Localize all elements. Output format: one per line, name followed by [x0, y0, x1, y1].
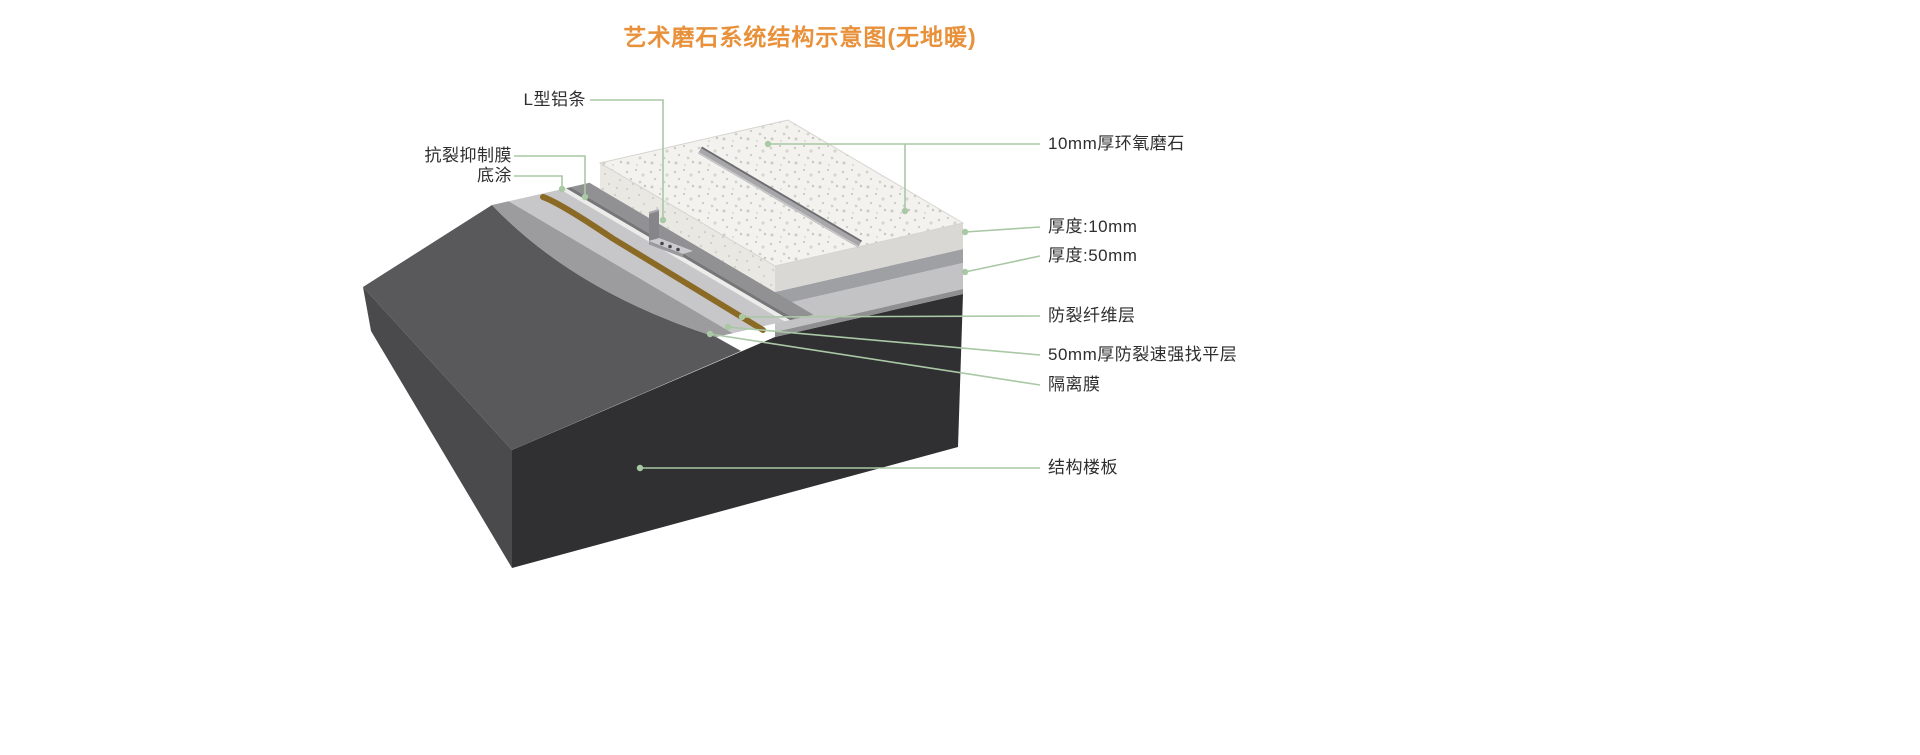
- leader-dot: [901, 207, 909, 215]
- label-primer: 底涂: [477, 166, 512, 185]
- aluminum-strip-plate-edge: [648, 209, 660, 214]
- structural-slab-left-face: [363, 287, 512, 568]
- leader-dot: [961, 268, 969, 276]
- fiber-layer-line: [540, 194, 766, 333]
- leader-dot: [706, 330, 714, 338]
- leader-dot: [636, 464, 644, 472]
- panel-seam-highlight: [698, 151, 859, 248]
- leader-dot: [764, 140, 772, 148]
- label-isolation-film: 隔离膜: [1048, 375, 1101, 394]
- leader-leveling-layer: [727, 326, 1041, 356]
- label-structural-slab: 结构楼板: [1048, 458, 1118, 477]
- leveling-layer-right-edge: [775, 263, 963, 332]
- structural-slab: [363, 205, 963, 568]
- label-fiber-layer: 防裂纤维层: [1048, 306, 1136, 325]
- structural-slab-top-face: [363, 205, 741, 450]
- isolation-film-band: [492, 201, 733, 337]
- leader-lines: [514, 99, 1041, 472]
- rivet-dot: [676, 247, 680, 252]
- leader-dot: [659, 216, 667, 224]
- rivet-dot: [660, 241, 664, 246]
- terrazzo-right-face: [775, 223, 963, 292]
- terrazzo-front-face: [600, 163, 775, 292]
- label-anti-crack-membrane: 抗裂抑制膜: [424, 146, 512, 165]
- panel-seam-shadow: [701, 146, 862, 243]
- aluminum-strip: [648, 209, 693, 258]
- leader-l-aluminum: [590, 99, 664, 218]
- leader-dot: [961, 228, 969, 236]
- layer-right-edges: [775, 249, 963, 337]
- leader-dot: [558, 185, 566, 193]
- aluminum-strip-vertical-plate: [649, 210, 659, 241]
- leader-primer: [514, 175, 563, 187]
- leader-isolation-film: [709, 333, 1041, 386]
- label-thickness-10mm: 厚度:10mm: [1048, 217, 1138, 236]
- leader-dot: [738, 313, 746, 321]
- leader-thickness-10: [964, 226, 1041, 233]
- panel-seam: [697, 146, 863, 248]
- isolation-film-right-edge: [775, 289, 963, 337]
- primer-band: [560, 188, 790, 322]
- structural-slab-front-face: [512, 294, 963, 568]
- page-title: 艺术磨石系统结构示意图(无地暖): [623, 24, 977, 50]
- leader-fiber-layer: [741, 315, 1041, 318]
- label-leveling-layer: 50mm厚防裂速强找平层: [1048, 345, 1238, 364]
- terrazzo-top-face: [598, 119, 965, 267]
- leader-thickness-50: [964, 255, 1041, 273]
- aluminum-strip-flange-thickness: [649, 241, 683, 258]
- thin-layer-right-edge: [775, 249, 963, 306]
- rivet-dot: [668, 244, 672, 249]
- leader-dot: [581, 193, 589, 201]
- leader-anti-crack-membrane: [514, 155, 586, 195]
- label-thickness-50mm: 厚度:50mm: [1048, 246, 1138, 265]
- leader-dot: [724, 323, 732, 331]
- label-epoxy-terrazzo: 10mm厚环氧磨石: [1048, 134, 1185, 153]
- label-l-aluminum-strip: L型铝条: [523, 90, 586, 109]
- terrazzo-slab: [598, 119, 965, 292]
